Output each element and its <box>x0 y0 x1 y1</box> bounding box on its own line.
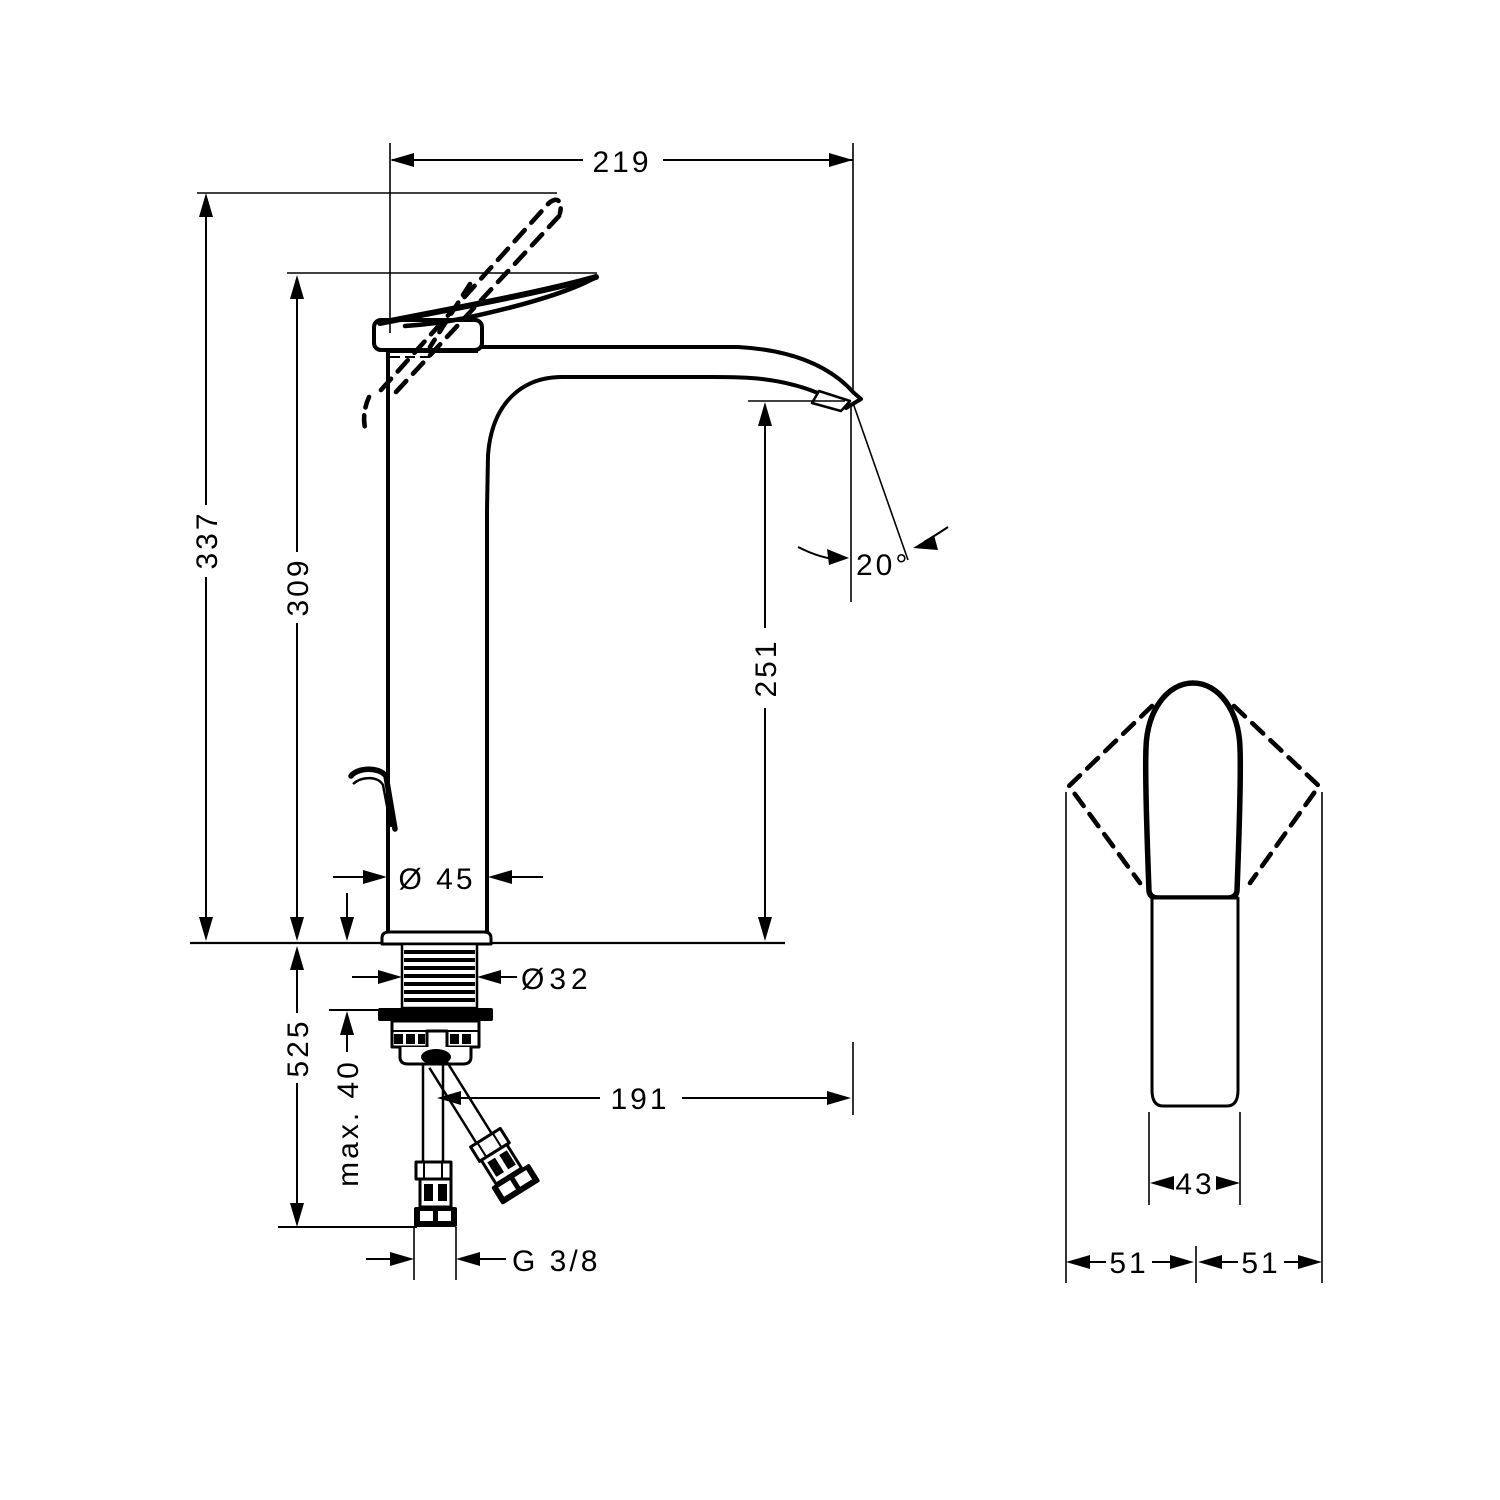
front-view: 219 337 309 251 <box>190 143 949 1280</box>
dim-label-309: 309 <box>282 557 315 616</box>
dim-connection-thread: G 3/8 <box>366 1227 600 1280</box>
dim-label-d32: Ø32 <box>521 963 593 996</box>
dim-overall-height: 337 <box>191 192 557 941</box>
dim-supply-length: 525 <box>282 946 315 1227</box>
dim-label-43: 43 <box>1175 1168 1214 1201</box>
raised-handle-front-dash <box>427 281 473 350</box>
dim-shank-diameter: Ø32 <box>352 963 593 996</box>
lever-bottom-edge <box>402 274 599 329</box>
dim-label-g38: G 3/8 <box>512 1245 600 1278</box>
pull-rod-knob <box>421 1049 451 1065</box>
dim-label-191: 191 <box>610 1083 669 1116</box>
dim-label-d45: Ø 45 <box>398 863 475 896</box>
column-base <box>380 930 493 946</box>
dim-label-525: 525 <box>282 1018 315 1077</box>
lever-top-edge <box>377 274 599 326</box>
mounting-nut <box>390 1019 481 1066</box>
raised-handle-tip-dash <box>545 197 563 216</box>
faucet-body-outline <box>380 345 863 946</box>
dim-spout-reach: 219 <box>389 143 854 391</box>
raised-handle-upper-dash <box>393 211 564 395</box>
dim-outlet-projection: 191 <box>437 1042 854 1116</box>
dim-label-219: 219 <box>592 146 651 179</box>
dim-label-51-right: 51 <box>1241 1247 1280 1280</box>
side-view: 43 51 51 <box>1065 680 1323 1283</box>
side-handle <box>1142 680 1244 901</box>
dim-spout-angle: 20° <box>797 402 949 602</box>
dim-label-20deg: 20° <box>856 549 910 582</box>
handle-raised-dashed <box>361 197 564 435</box>
dim-label-337: 337 <box>191 510 224 569</box>
side-body <box>1150 896 1240 1108</box>
popup-rod <box>348 766 398 832</box>
below-deck-assembly <box>378 942 540 1227</box>
handle-swing-dashed <box>1065 703 1323 886</box>
dim-label-max40: max. 40 <box>332 1059 365 1187</box>
dim-label-51-left: 51 <box>1109 1247 1148 1280</box>
dim-handle-height: 309 <box>282 272 597 941</box>
raised-handle-lower-dash <box>378 200 552 393</box>
supply-hose-straight <box>414 1064 457 1227</box>
dim-label-251: 251 <box>750 638 783 697</box>
swing-dash-right <box>1231 703 1323 886</box>
dim-max-deck-thickness: max. 40 <box>332 893 365 1187</box>
shank-threads <box>404 950 475 1002</box>
mounting-flange <box>378 1008 493 1021</box>
dim-body-diameter: Ø 45 <box>333 863 543 896</box>
handle-lever <box>372 274 599 358</box>
popup-rod-inner <box>352 776 393 828</box>
dim-swing-right: 51 <box>1198 1247 1322 1280</box>
dim-outlet-height: 251 <box>748 400 845 941</box>
swing-dash-left <box>1065 703 1155 886</box>
spout-and-column <box>386 345 863 935</box>
popup-rod-outer <box>348 766 398 832</box>
supply-hose-angled <box>428 1057 540 1205</box>
dim-swing-left: 51 <box>1066 1247 1194 1280</box>
dim-side-body-width: 43 <box>1148 1112 1241 1205</box>
raised-handle-base-dash <box>361 394 372 435</box>
